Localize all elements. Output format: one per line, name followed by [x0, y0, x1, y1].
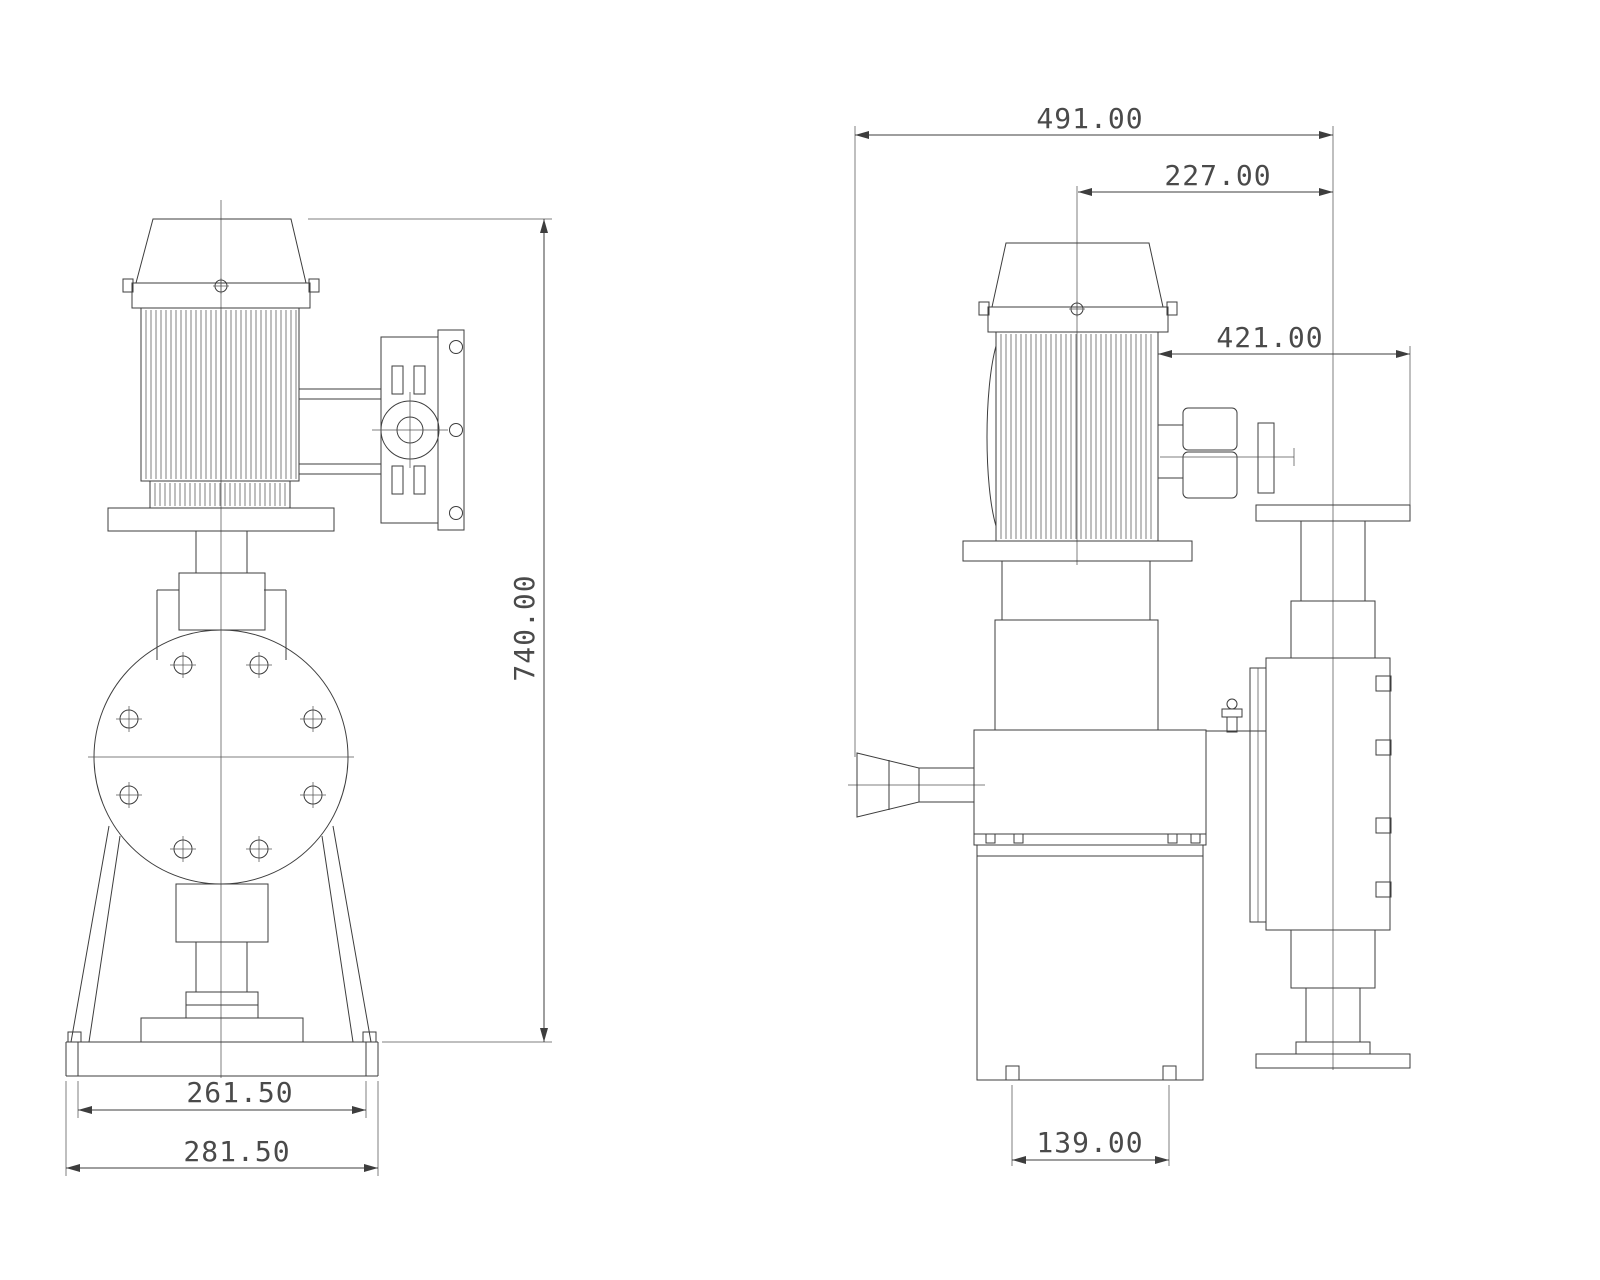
dim-height-total: 740.00 — [308, 218, 552, 1043]
side-motor-cap — [978, 242, 1178, 333]
side-pump-body — [976, 844, 1204, 1081]
front-lower-stack — [140, 883, 304, 1043]
dim-text-width-total: 491.00 — [1036, 102, 1143, 135]
dim-text-height-total: 740.00 — [508, 574, 541, 681]
dim-width-total: 491.00 — [854, 102, 1333, 757]
side-relief-valve — [1206, 698, 1266, 733]
front-bolt-crosshairs — [116, 652, 326, 862]
front-motor-fins — [140, 307, 300, 509]
front-pump-head — [88, 629, 354, 885]
side-pump-head — [1249, 504, 1411, 1069]
dim-text-width-base: 281.50 — [183, 1135, 290, 1168]
side-dimensions: 491.00 227.00 421.00 139.00 — [854, 102, 1411, 1166]
dim-base-width: 139.00 — [1011, 1085, 1170, 1166]
dim-offset-center: 227.00 — [1078, 159, 1333, 196]
front-valve-assembly — [372, 329, 465, 531]
dim-width-bolt-span: 261.50 — [77, 1076, 367, 1118]
side-gearbox — [973, 729, 1207, 846]
side-motor-fins — [986, 331, 1159, 542]
front-base — [65, 1031, 379, 1077]
dim-width-base: 281.50 — [65, 1081, 379, 1176]
front-stand-legs — [70, 825, 372, 1043]
side-pedestal — [962, 540, 1193, 731]
dim-text-width-partial: 421.00 — [1216, 321, 1323, 354]
dim-text-width-bolt-span: 261.50 — [186, 1076, 293, 1109]
front-dimensions: 261.50 281.50 740.00 — [65, 218, 552, 1176]
side-terminal-box — [1158, 407, 1295, 499]
side-shaft-cone — [856, 752, 975, 818]
front-view — [65, 200, 465, 1078]
dim-width-partial: 421.00 — [1158, 321, 1411, 505]
side-view — [848, 126, 1411, 1081]
dim-text-offset-center: 227.00 — [1164, 159, 1271, 192]
dim-text-base-width: 139.00 — [1036, 1126, 1143, 1159]
front-pedestal — [156, 530, 287, 660]
front-valve-bracket — [299, 388, 381, 475]
